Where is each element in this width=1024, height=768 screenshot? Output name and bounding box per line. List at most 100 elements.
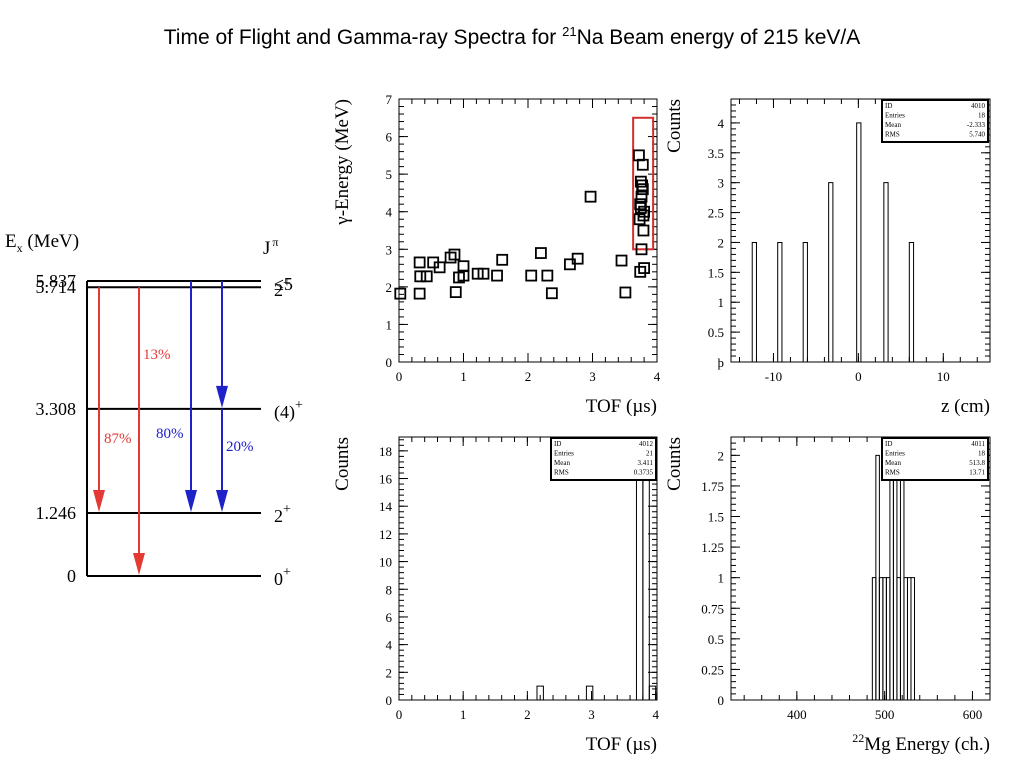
scatter-point bbox=[615, 254, 628, 267]
scatter-point bbox=[420, 270, 433, 283]
level-jpi-label: 0+ bbox=[274, 565, 291, 589]
stats-box-frame bbox=[881, 99, 989, 143]
stats-value: 5.740 bbox=[969, 131, 985, 139]
y-tick-label: 3.5 bbox=[708, 146, 724, 161]
y-tick-label: 2 bbox=[386, 280, 393, 295]
y-tick-label: 2.5 bbox=[708, 206, 724, 221]
histogram-bar bbox=[899, 454, 905, 700]
y-tick-label: 16 bbox=[379, 472, 393, 487]
stats-label: RMS bbox=[885, 131, 900, 139]
level-energy-label: 3.308 bbox=[36, 399, 77, 419]
histogram-bar bbox=[585, 685, 594, 700]
transition-branching-label: 20% bbox=[226, 439, 254, 455]
histogram-bar bbox=[648, 685, 657, 700]
x-tick-label: 0 bbox=[396, 707, 403, 722]
stats-value: -2.333 bbox=[967, 121, 986, 129]
x-axis-label: TOF (µs) bbox=[586, 734, 657, 755]
scatter-point bbox=[448, 248, 461, 261]
scatter-point bbox=[634, 175, 647, 188]
histogram-bar bbox=[828, 182, 834, 362]
stats-value: 513.8 bbox=[969, 459, 985, 467]
scatter-point bbox=[584, 190, 597, 203]
histogram-bar bbox=[856, 122, 862, 362]
slide-title: Time of Flight and Gamma-ray Spectra for… bbox=[163, 24, 861, 49]
y-tick-label: 12 bbox=[379, 527, 392, 542]
plot-frame bbox=[398, 436, 658, 701]
histogram-bar bbox=[802, 241, 808, 362]
y-tick-label: 3 bbox=[386, 242, 393, 257]
scatter-point bbox=[477, 267, 490, 280]
y-axis-label: Counts bbox=[664, 99, 685, 153]
stats-value: 4011 bbox=[971, 440, 985, 448]
transition-branching-label: 80% bbox=[156, 426, 184, 442]
stats-value: 18 bbox=[978, 112, 986, 120]
scatter-point bbox=[633, 213, 646, 226]
plot-frame bbox=[730, 436, 991, 701]
level-jpi-label: ≤5 bbox=[274, 274, 293, 294]
y-tick-label: 0.5 bbox=[708, 325, 724, 340]
stats-label: RMS bbox=[554, 469, 569, 477]
stats-label: Mean bbox=[885, 121, 901, 129]
x-tick-label: 2 bbox=[524, 707, 531, 722]
y-axis-label: γ-Energy (MeV) bbox=[332, 99, 353, 226]
scatter-point bbox=[634, 202, 647, 214]
x-axis-label: 22Mg Energy (ch.) bbox=[852, 731, 990, 755]
x-tick-label: 600 bbox=[963, 707, 983, 722]
histogram-bar bbox=[908, 241, 915, 362]
histogram-bar bbox=[903, 577, 908, 700]
stats-value: 0.3735 bbox=[634, 469, 654, 477]
y-tick-label: 0 bbox=[386, 355, 393, 370]
stats-value: 21 bbox=[646, 450, 654, 458]
transition-arrow-head bbox=[133, 553, 145, 575]
histogram-bar bbox=[896, 577, 901, 700]
y-tick-label: 1 bbox=[386, 317, 393, 332]
level-jpi-label: 2+ bbox=[274, 502, 291, 526]
x-tick-label: 0 bbox=[855, 369, 862, 384]
scatter-point bbox=[413, 287, 426, 300]
y-tick-label: 1.5 bbox=[708, 510, 724, 525]
histogram-bar bbox=[878, 577, 884, 700]
stats-value: 4012 bbox=[639, 440, 654, 448]
y-tick-label: 1.75 bbox=[701, 479, 724, 494]
scatter-point bbox=[444, 251, 457, 264]
ex-axis-label: Ex (MeV) bbox=[5, 231, 79, 255]
histogram-bar bbox=[882, 577, 887, 700]
scatter-point bbox=[449, 286, 462, 299]
stats-label: RMS bbox=[885, 469, 900, 477]
stats-label: Mean bbox=[885, 459, 901, 467]
stats-label: ID bbox=[554, 440, 561, 448]
scatter-point bbox=[496, 253, 509, 266]
scatter-point bbox=[525, 269, 538, 282]
scatter-point bbox=[414, 270, 427, 283]
transition-arrow-head bbox=[216, 385, 228, 408]
x-tick-label: -10 bbox=[765, 369, 782, 384]
stats-value: 3.411 bbox=[638, 459, 654, 467]
scatter-point bbox=[457, 260, 470, 273]
x-axis-label: z (cm) bbox=[941, 396, 990, 417]
stats-label: Mean bbox=[554, 459, 570, 467]
stats-box-frame bbox=[550, 437, 657, 481]
x-tick-label: 4 bbox=[652, 707, 659, 722]
x-tick-label: 1 bbox=[460, 707, 467, 722]
x-tick-label: 1 bbox=[460, 369, 467, 384]
plot-frame bbox=[398, 98, 658, 363]
scatter-point bbox=[638, 262, 650, 274]
x-tick-label: 400 bbox=[787, 707, 807, 722]
y-tick-label: 14 bbox=[379, 499, 393, 514]
y-axis-label: Counts bbox=[664, 437, 685, 491]
y-tick-label: 18 bbox=[379, 444, 392, 459]
y-tick-label: 0.75 bbox=[701, 601, 724, 616]
highlight-region-box bbox=[632, 116, 655, 251]
x-tick-label: 2 bbox=[525, 369, 532, 384]
histogram-bar bbox=[885, 577, 891, 700]
y-tick-label: 4 bbox=[718, 116, 725, 131]
y-tick-label: 0 bbox=[718, 693, 725, 708]
